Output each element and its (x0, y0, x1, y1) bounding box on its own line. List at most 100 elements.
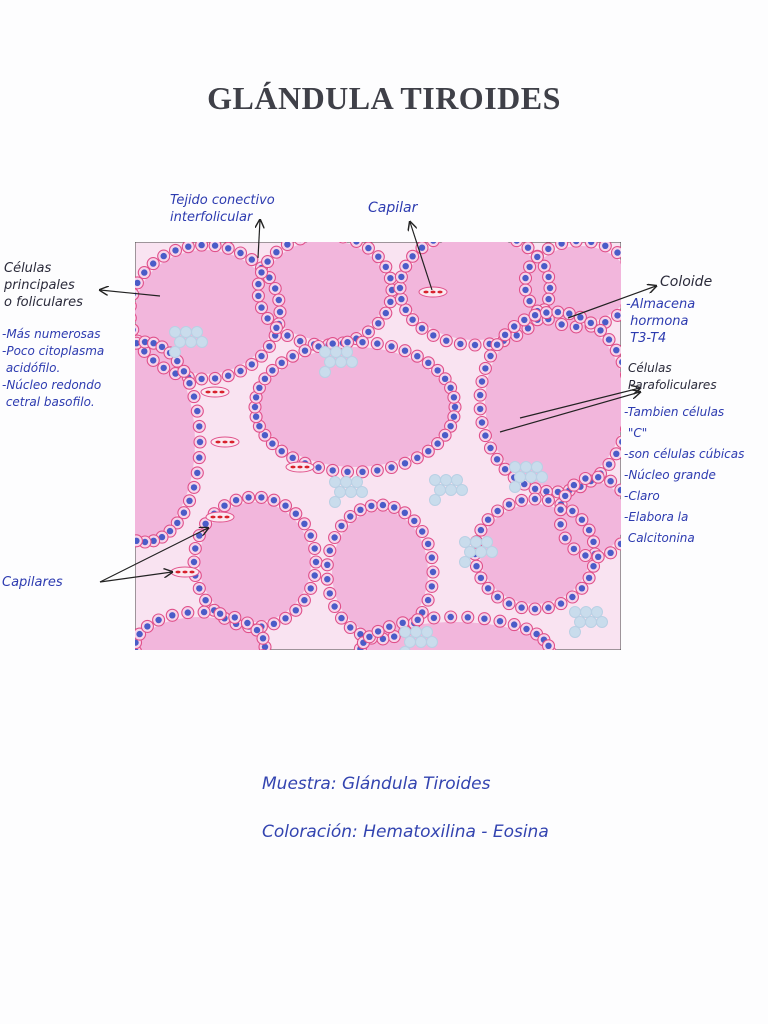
nucleus (311, 572, 318, 579)
nucleus (387, 275, 394, 282)
parafollicular-cells-layer (169, 326, 608, 650)
label-capilar: Capilar (368, 200, 418, 216)
nucleus (570, 545, 578, 553)
parafollicular-cell (525, 471, 537, 483)
nucleus (602, 319, 609, 326)
nucleus (261, 375, 269, 382)
nucleus (414, 454, 421, 461)
parafollicular-cell (340, 476, 352, 488)
nucleus (557, 506, 564, 513)
parafollicular-cell (180, 326, 192, 338)
nucleus (258, 304, 265, 311)
nucleus (186, 380, 193, 387)
colloid-area (405, 242, 545, 340)
erythrocyte (182, 570, 188, 574)
nucleus (398, 295, 405, 303)
colloid-layer (135, 242, 621, 650)
nucleus (425, 448, 432, 455)
nucleus (255, 280, 262, 288)
nucleus (501, 331, 509, 338)
parafollicular-cell (356, 486, 368, 498)
nucleus (558, 242, 565, 247)
parafollicular-cell (329, 496, 341, 508)
nucleus (237, 367, 244, 375)
nucleus (266, 274, 273, 281)
erythrocyte (297, 465, 303, 469)
nucleus (478, 378, 486, 385)
nucleus (331, 603, 338, 610)
nucleus (521, 316, 528, 324)
nucleus (402, 263, 409, 270)
nucleus (590, 563, 597, 570)
nucleus (557, 600, 565, 607)
nucleus (326, 590, 333, 597)
nucleus (359, 339, 366, 346)
nucleus (172, 370, 179, 377)
erythrocyte (189, 570, 195, 574)
nucleus (338, 522, 345, 530)
nucleus (602, 242, 609, 249)
nucleus (605, 461, 613, 468)
nucleus (232, 497, 240, 504)
nucleus (141, 269, 148, 276)
nucleus (391, 633, 398, 640)
nucleus (531, 605, 539, 613)
nucleus (505, 501, 513, 508)
parafollicular-cell (334, 486, 346, 498)
nucleus (270, 497, 278, 504)
nucleus (270, 620, 278, 627)
parafollicular-cell (531, 461, 543, 473)
erythrocyte (222, 440, 228, 444)
nucleus (573, 323, 580, 331)
nucleus (292, 510, 299, 517)
nucleus (554, 308, 562, 316)
nucleus (307, 532, 314, 539)
nucleus (477, 405, 484, 413)
parafollicular-cell (330, 346, 342, 358)
nucleus (276, 308, 284, 316)
erythrocyte (423, 290, 429, 294)
erythrocyte (219, 390, 225, 394)
nucleus (248, 256, 255, 263)
erythrocyte (210, 515, 216, 519)
nucleus (587, 319, 594, 327)
nucleus (186, 497, 193, 504)
nucleus (541, 263, 548, 270)
parafollicular-cell (591, 606, 603, 618)
nucleus (253, 626, 261, 634)
nucleus (409, 316, 416, 323)
parafollicular-cell (464, 546, 476, 558)
nucleus (174, 519, 181, 527)
nucleus (477, 391, 484, 399)
nucleus (419, 528, 426, 535)
nucleus (487, 352, 494, 360)
nucleus (150, 340, 157, 347)
nucleus (211, 242, 219, 249)
nucleus (248, 361, 255, 368)
nucleus (329, 340, 336, 347)
nucleus (605, 336, 613, 343)
nucleus (301, 520, 308, 527)
nucleus (269, 367, 276, 374)
nucleus (522, 274, 529, 282)
nucleus (573, 242, 580, 245)
erythrocyte (229, 440, 235, 444)
nucleus (531, 485, 539, 492)
parafollicular-cell (319, 346, 331, 358)
parafollicular-cell (481, 536, 493, 548)
nucleus (617, 486, 621, 494)
nucleus (180, 509, 188, 516)
nucleus (401, 509, 408, 516)
nucleus (196, 423, 203, 430)
nucleus (545, 642, 552, 649)
nucleus (482, 365, 489, 372)
nucleus (428, 583, 435, 590)
nucleus (256, 384, 263, 391)
parafollicular-cell (509, 461, 521, 473)
nucleus (518, 604, 525, 611)
nucleus (513, 332, 520, 339)
nucleus (252, 413, 260, 420)
nucleus (258, 352, 265, 360)
nucleus (324, 576, 331, 583)
nucleus (251, 403, 259, 411)
